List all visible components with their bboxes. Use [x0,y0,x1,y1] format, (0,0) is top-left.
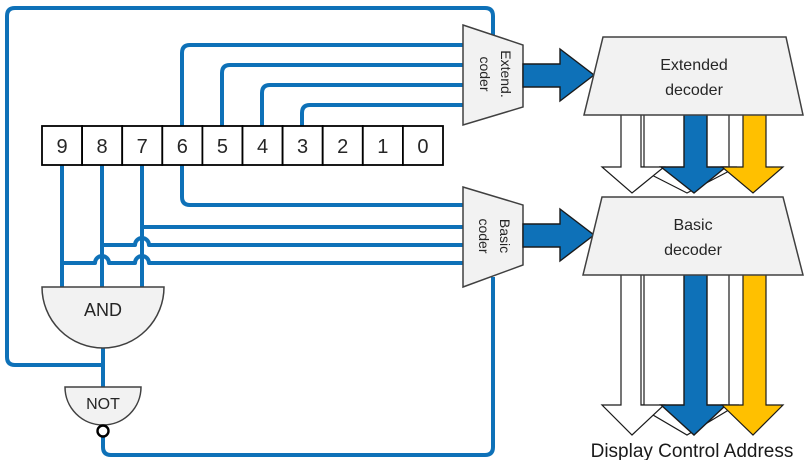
and-gate: AND [41,286,165,349]
wire-bit5-to-extend-coder [220,63,463,127]
feedback-wire-basic-enable [101,277,495,457]
register-cell [361,125,404,166]
extended-decoder-blue-arrow [658,113,728,194]
register-cell [81,125,124,166]
basic-coder-label-line1: Basic [497,219,513,253]
extend-coder-label-line1: Extend. [498,50,514,97]
basic-decoder-blue-arrow [659,273,728,436]
wire-bit9-to-basic-coder [62,254,463,265]
basic-decoder: Basic decoder [582,196,804,276]
register-cell-label: 6 [177,136,188,158]
register-cell [281,125,324,166]
extend-coder-output-arrow [522,47,596,103]
extended-decoder-outputs [600,113,785,194]
register-cell-label: 5 [217,136,228,158]
and-gate-label: AND [84,300,122,320]
register-cell [161,125,204,166]
wire-bit6-to-extend-coder [180,43,463,127]
register: 9 8 7 6 5 4 3 2 1 0 [41,125,444,166]
basic-decoder-yellow-arrow [720,273,785,436]
not-inverter-bubble [96,424,110,438]
not-gate-label: NOT [86,396,120,413]
basic-coder-output-arrow [522,207,596,263]
not-gate: NOT [64,386,142,438]
extend-coder: Extend. coder [462,23,524,127]
extended-decoder-white-arrow [600,113,666,194]
basic-decoder-outputs [600,273,785,436]
extend-coder-label-line2: coder [477,56,493,91]
wire-bit6-to-basic-coder [180,164,463,207]
register-cell-label: 9 [56,136,67,158]
register-cell-label: 8 [97,136,108,158]
register-cell-label: 0 [417,136,428,158]
wire-bit4-to-extend-coder [260,83,463,127]
basic-coder-label-line2: coder [476,218,492,253]
basic-decoder-label-line2: decoder [664,242,722,259]
extended-decoder-label-line1: Extended [660,57,728,74]
basic-coder: Basic coder [462,185,524,289]
extended-decoder-label-line2: decoder [665,82,723,99]
register-cell [401,125,444,166]
extended-decoder: Extended decoder [583,36,804,116]
wire-bit8-to-basic-coder [102,236,463,247]
basic-decoder-white-arrow [600,273,666,436]
register-cell-label: 2 [337,136,348,158]
register-cell-label: 7 [137,136,148,158]
basic-decoder-label-line1: Basic [673,217,712,234]
output-caption: Display Control Address [591,441,794,460]
register-cell [121,125,164,166]
register-cell-label: 1 [377,136,388,158]
feedback-wire-extended-enable [5,6,495,367]
register-cell [201,125,244,166]
extended-decoder-yellow-arrow [720,113,785,194]
register-cell [241,125,284,166]
register-cell-label: 3 [297,136,308,158]
register-cell-label: 4 [257,136,268,158]
wire-bit3-to-extend-coder [300,103,463,127]
